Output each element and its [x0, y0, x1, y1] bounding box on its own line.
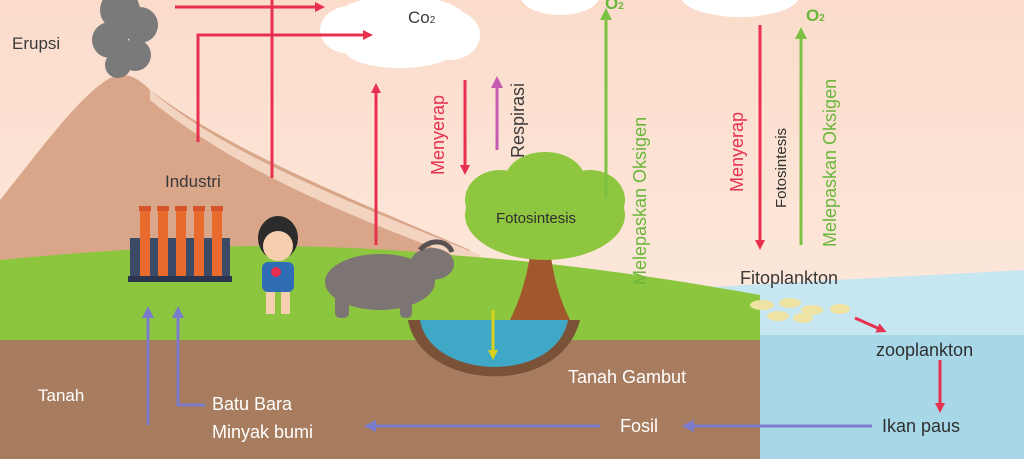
label-respirasi: Respirasi [508, 82, 528, 158]
label-ikan-paus: Ikan paus [882, 416, 961, 436]
factory-icon [128, 206, 232, 282]
label-tanah: Tanah [38, 386, 85, 405]
sea-deep [760, 335, 1024, 459]
label-menyerap-left: Menyerap [428, 94, 448, 175]
label-erupsi: Erupsi [12, 34, 61, 53]
label-menyerap-right: Menyerap [727, 111, 747, 192]
label-fosil: Fosil [620, 416, 659, 436]
emission-arrows [175, 0, 945, 413]
label-batu-bara: Batu Bara [212, 394, 293, 414]
label-fotosintesis-tree: Fotosintesis [496, 210, 577, 227]
label-tanah-gambut: Tanah Gambut [568, 367, 687, 387]
buffalo-icon [325, 239, 455, 318]
phytoplankton-icon [750, 298, 850, 323]
smoke-icon [92, 0, 158, 78]
label-melepaskan-right: Melepaskan Oksigen [820, 78, 840, 247]
cloud-icon [521, 0, 799, 17]
label-o2-right: O2 [806, 6, 825, 25]
label-o2-left: O2 [605, 0, 624, 13]
label-fitoplankton: Fitoplankton [740, 268, 839, 288]
cloud-icon [320, 0, 480, 68]
label-fotosintesis-right: Fotosintesis [773, 127, 790, 208]
tree-icon [465, 152, 625, 320]
label-zooplankton: zooplankton [876, 340, 974, 360]
volcano [0, 75, 470, 300]
person-icon [258, 216, 298, 314]
fossil-arrows [142, 306, 872, 432]
ground [0, 335, 760, 459]
label-melepaskan-left: Melepaskan Oksigen [630, 116, 650, 285]
label-minyak-bumi: Minyak bumi [212, 422, 314, 442]
label-co2: Co2 [408, 8, 436, 27]
oxygen-arrows [600, 8, 807, 245]
label-industri: Industri [165, 172, 221, 191]
